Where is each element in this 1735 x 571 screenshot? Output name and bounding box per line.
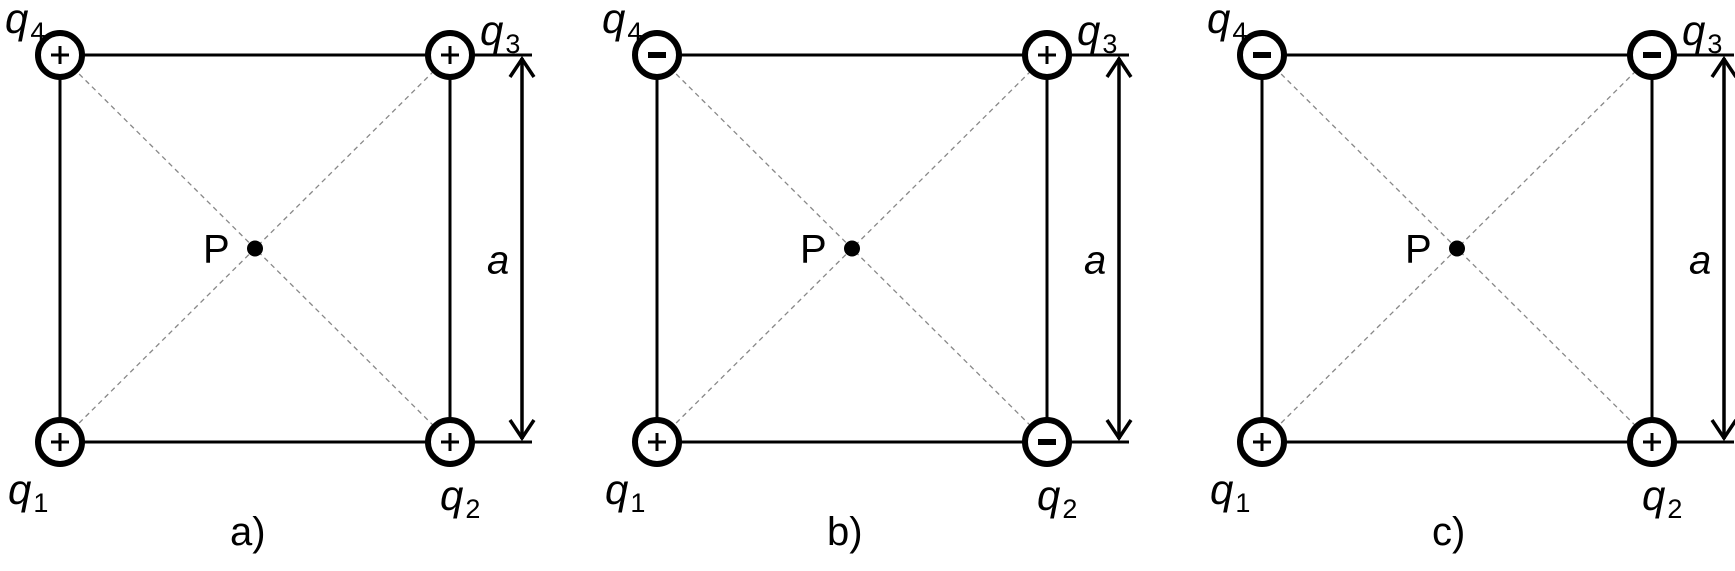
charge-label-q1: q1 (8, 466, 48, 518)
charge-subscript: 1 (1235, 488, 1250, 518)
arrowhead-down-icon (508, 419, 536, 442)
charge-label-q4: q4 (5, 0, 45, 47)
charge-symbol: q (605, 466, 629, 513)
charge-subscript: 1 (33, 488, 48, 518)
point-p-dot (247, 240, 263, 257)
charge-q3 (1627, 30, 1677, 80)
charge-subscript: 3 (1707, 29, 1722, 59)
charge-q1 (632, 417, 682, 467)
arrowhead-down-icon (1710, 419, 1735, 442)
charge-q2 (425, 417, 475, 467)
point-p-label: P (203, 228, 230, 272)
charge-label-q2: q2 (1642, 472, 1682, 524)
arrowhead-down-icon (1105, 419, 1133, 442)
charge-q2 (1022, 417, 1072, 467)
charge-symbol: q (1642, 472, 1666, 519)
charge-label-q4: q4 (1207, 0, 1247, 47)
charge-symbol: q (1077, 7, 1101, 54)
charge-label-q2: q2 (440, 472, 480, 524)
arrowhead-up-icon (1105, 55, 1133, 78)
charge-symbol: q (440, 472, 464, 519)
panel-caption: c) (1432, 510, 1465, 554)
charge-subscript: 1 (630, 488, 645, 518)
charge-symbol: q (1210, 466, 1234, 513)
charge-q2 (1627, 417, 1677, 467)
charge-q3 (425, 30, 475, 80)
point-p-dot (1449, 240, 1465, 257)
charge-q3 (1022, 30, 1072, 80)
charge-q1 (1237, 417, 1287, 467)
charge-symbol: q (1682, 7, 1706, 54)
charge-symbol: q (1207, 0, 1231, 42)
panel-caption: b) (827, 510, 863, 554)
charge-label-q1: q1 (605, 466, 645, 518)
charge-label-q3: q3 (1682, 7, 1722, 59)
charge-label-q1: q1 (1210, 466, 1250, 518)
charge-label-q4: q4 (602, 0, 642, 47)
charge-q4 (35, 30, 85, 80)
point-p-dot (844, 240, 860, 257)
charge-q4 (632, 30, 682, 80)
side-length-label: a (487, 239, 509, 283)
side-length-label: a (1689, 239, 1711, 283)
point-p-label: P (800, 228, 827, 272)
charge-label-q2: q2 (1037, 472, 1077, 524)
charge-symbol: q (602, 0, 626, 42)
charge-subscript: 4 (627, 17, 642, 47)
panel-caption: a) (230, 510, 266, 554)
side-length-label: a (1084, 239, 1106, 283)
charge-q1 (35, 417, 85, 467)
charge-label-q3: q3 (480, 7, 520, 59)
charge-subscript: 2 (1667, 494, 1682, 524)
charge-symbol: q (8, 466, 32, 513)
arrowhead-up-icon (1710, 55, 1735, 78)
charge-subscript: 2 (1062, 494, 1077, 524)
charge-subscript: 4 (30, 17, 45, 47)
charge-symbol: q (480, 7, 504, 54)
charge-label-q3: q3 (1077, 7, 1117, 59)
charge-subscript: 2 (465, 494, 480, 524)
charge-subscript: 3 (1102, 29, 1117, 59)
charge-symbol: q (1037, 472, 1061, 519)
arrowhead-up-icon (508, 55, 536, 78)
charge-subscript: 4 (1232, 17, 1247, 47)
charge-q4 (1237, 30, 1287, 80)
charge-subscript: 3 (505, 29, 520, 59)
point-p-label: P (1405, 228, 1432, 272)
charge-symbol: q (5, 0, 29, 42)
